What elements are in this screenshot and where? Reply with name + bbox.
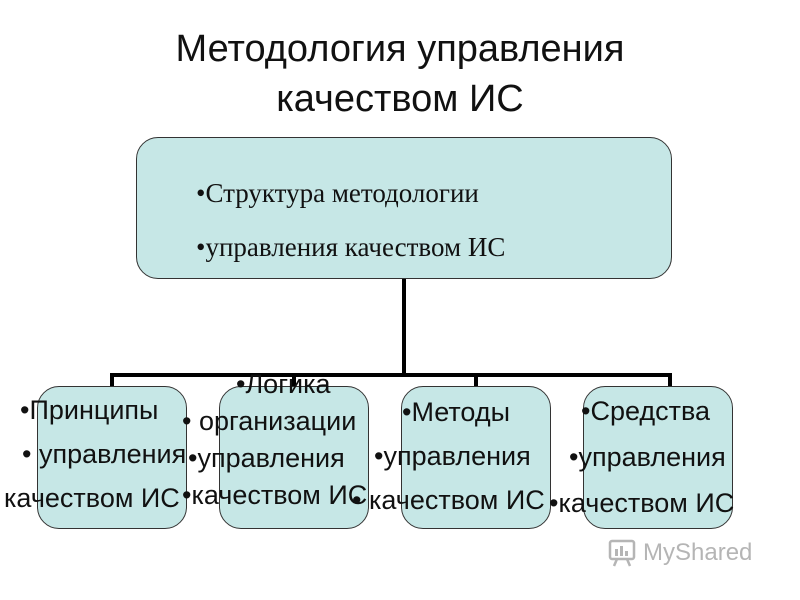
child-node-line: •управления (188, 443, 345, 473)
child-node-line: •управления (569, 442, 726, 472)
child-node-line: •качеством ИС (549, 488, 735, 518)
root-node-text: •Структура методологии •управления качес… (196, 166, 505, 274)
child-node-box-methods (401, 386, 551, 529)
root-node-item-1: •Структура методологии (196, 178, 479, 208)
child-node-text-tools: •Средства •управления •качеством ИС (545, 388, 734, 526)
child-node-line: •Принципы (20, 395, 159, 425)
child-node-line: • управления (22, 439, 187, 469)
child-node-text-methods: •Методы •управления • качеством ИС (352, 390, 545, 522)
slide-title-line-1: Методология управления (175, 28, 625, 70)
child-node-line: • качеством ИС (352, 485, 545, 515)
myshared-logo-icon (608, 539, 636, 567)
child-node-line: качеством ИС (4, 483, 180, 513)
root-node-item-2: •управления качеством ИС (196, 232, 506, 262)
watermark-text: MyShared (643, 539, 753, 566)
child-node-line: • организации (182, 406, 357, 436)
child-node-line: •Методы (402, 397, 511, 427)
child-node-box-logic (219, 386, 369, 529)
slide-title-line-2: качеством ИС (276, 78, 524, 120)
slide-title: Методология управления качеством ИС (0, 24, 800, 124)
child-node-box-tools (583, 386, 733, 529)
child-node-line: •управления (374, 441, 531, 471)
child-node-box-principles (37, 386, 187, 529)
root-node-box (136, 137, 672, 279)
watermark: MyShared (607, 536, 752, 570)
child-node-text-logic: •Логика • организации •управления •качес… (182, 366, 367, 514)
child-node-line: •качеством ИС (182, 480, 368, 510)
child-node-line: •Средства (581, 396, 711, 426)
child-node-text-principles: •Принципы • управления качеством ИС (4, 388, 187, 520)
child-node-line: •Логика (236, 369, 331, 399)
